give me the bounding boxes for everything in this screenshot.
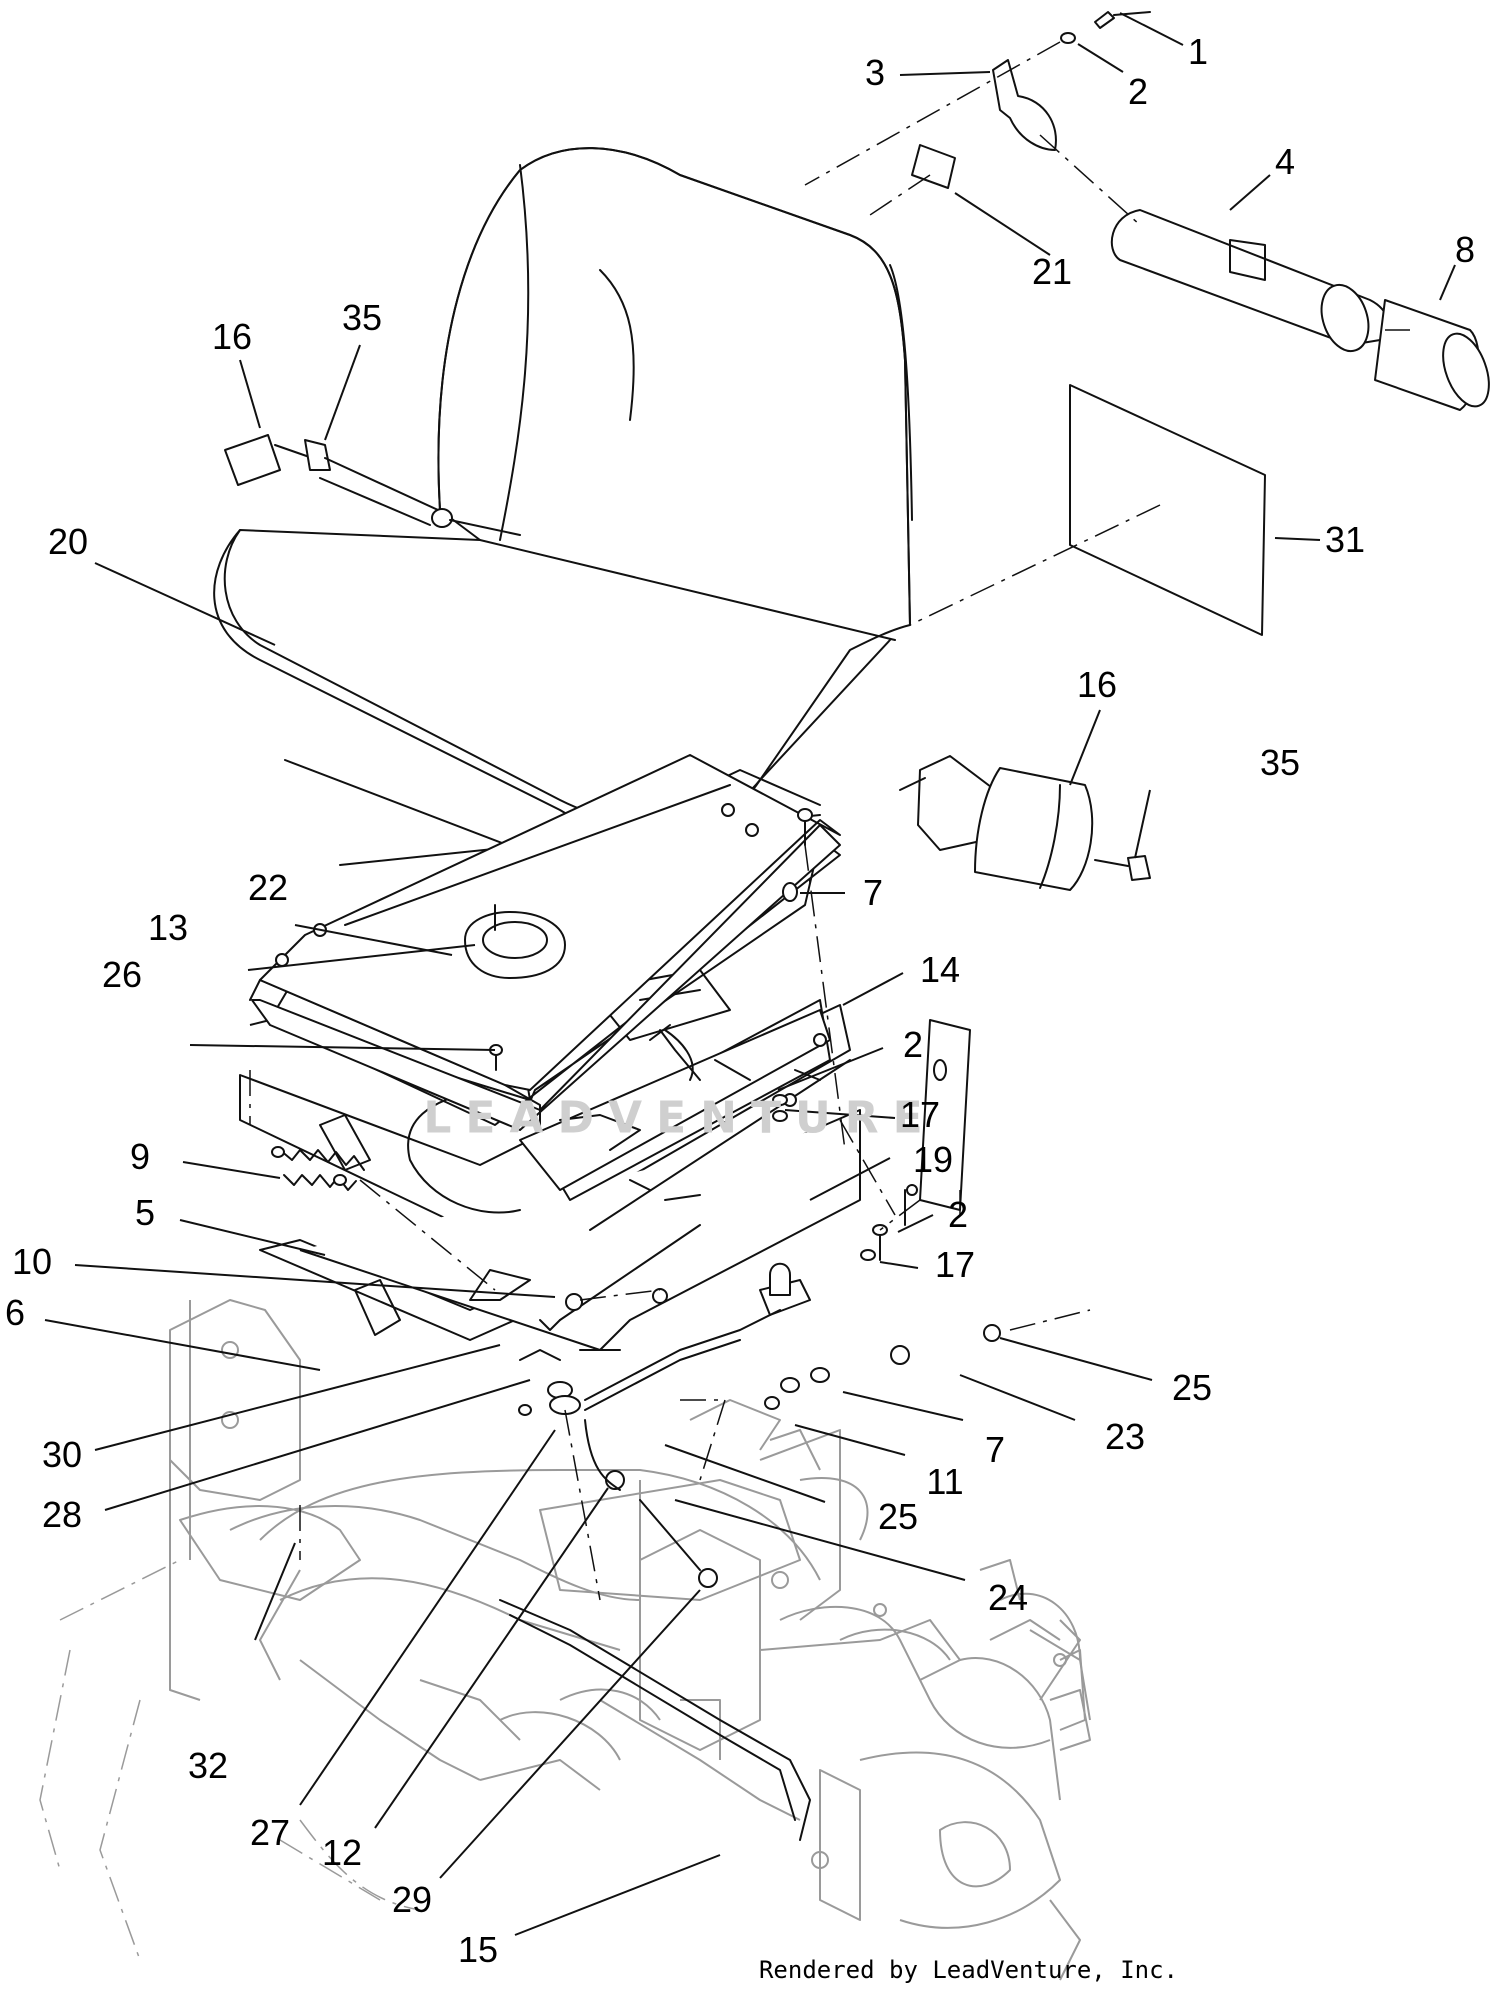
callout-22: 22 <box>247 867 289 908</box>
watermark-text: LEADVENTURE <box>423 1092 937 1144</box>
callout-12: 12 <box>321 1832 363 1873</box>
callout-21: 21 <box>1031 251 1073 292</box>
callout-30: 30 <box>41 1434 83 1475</box>
frame-chassis <box>39 1299 1091 1981</box>
callout-15: 15 <box>457 1929 499 1970</box>
callout-27: 27 <box>249 1812 291 1853</box>
callout-35-lower: 35 <box>1259 742 1301 783</box>
callout-7: 7 <box>862 872 884 913</box>
callout-32: 32 <box>187 1745 229 1786</box>
callout-8: 8 <box>1454 229 1476 270</box>
callout-9: 9 <box>129 1136 151 1177</box>
callout-29: 29 <box>391 1879 433 1920</box>
callout-3: 3 <box>864 52 886 93</box>
assembly-lines <box>249 844 1091 1601</box>
callout-7-lower: 7 <box>984 1429 1006 1470</box>
callout-25-lower: 25 <box>877 1496 919 1537</box>
callout-5: 5 <box>134 1192 156 1233</box>
callout-2-mid: 2 <box>902 1024 924 1065</box>
callout-35: 35 <box>341 297 383 338</box>
callout-6: 6 <box>4 1292 26 1333</box>
callout-31: 31 <box>1324 519 1366 560</box>
callout-2: 2 <box>1127 71 1149 112</box>
seat-20 <box>213 147 913 849</box>
callout-17: 17 <box>899 1094 941 1135</box>
rendered-by-credit: Rendered by LeadVenture, Inc. <box>758 1956 1178 1984</box>
callout-10: 10 <box>11 1241 53 1282</box>
callout-4: 4 <box>1274 141 1296 182</box>
callout-1: 1 <box>1187 31 1209 72</box>
canister-parts <box>804 11 1490 636</box>
callout-leaders <box>44 12 1456 1936</box>
callout-16-lower: 16 <box>1076 664 1118 705</box>
seat-belt-parts <box>224 434 1151 891</box>
callout-24: 24 <box>987 1577 1029 1618</box>
callout-17-right: 17 <box>934 1244 976 1285</box>
callout-25: 25 <box>1171 1367 1213 1408</box>
callout-2-right: 2 <box>947 1194 969 1235</box>
callout-19: 19 <box>912 1139 954 1180</box>
callout-20: 20 <box>47 521 89 562</box>
seat-plate-14 <box>249 754 841 1131</box>
callout-11: 11 <box>926 1461 964 1502</box>
callout-14: 14 <box>919 949 961 990</box>
callout-28: 28 <box>41 1494 83 1535</box>
callout-23: 23 <box>1104 1416 1146 1457</box>
callout-26: 26 <box>101 954 143 995</box>
callout-16: 16 <box>211 316 253 357</box>
callout-13: 13 <box>147 907 189 948</box>
